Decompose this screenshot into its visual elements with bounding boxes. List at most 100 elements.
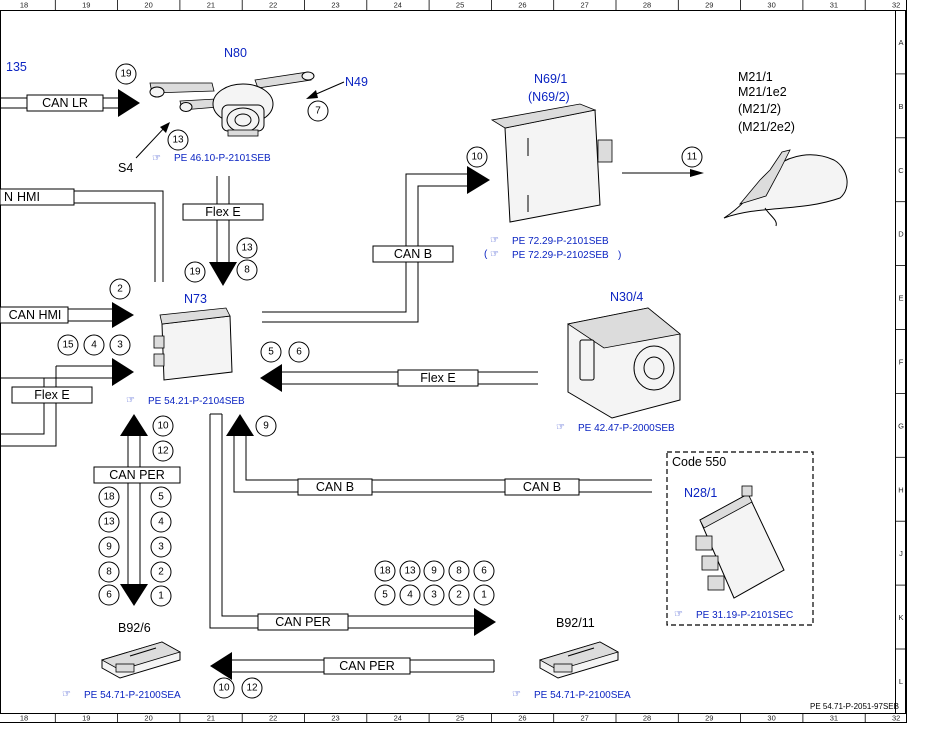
circle-l9: 9 [98,536,120,558]
svg-text:3: 3 [431,590,437,601]
code-550-label: Code 550 [672,455,726,469]
pointing-hand-icon: ☞ [490,235,499,246]
can-per-left-arrow-up [120,414,148,436]
n69-ref2-close: ) [618,250,621,261]
circle-l8: 8 [98,561,120,583]
can-per-left-arrow-down [120,584,148,606]
circle-10a: 10 [466,146,488,168]
circle-10b: 10 [152,415,174,437]
m21-label-1: M21/1 [738,70,773,84]
svg-text:5: 5 [268,347,274,358]
ruler-column-label: 30 [767,1,775,10]
circle-11: 11 [681,146,703,168]
ruler-column-label: 22 [269,1,277,10]
b92-6-ref-text: PE 54.71-P-2100SEA [84,690,181,701]
svg-text:11: 11 [687,152,698,163]
circle-8a: 8 [236,259,258,281]
s4-pointer-head [160,122,170,133]
n80-reference: ☞ PE 46.10-P-2101SEB [152,153,271,164]
ruler-column-label: 19 [82,1,90,10]
n73-label: N73 [184,292,207,306]
code-550-dashed-box [666,451,814,626]
ruler-column-label: 32 [892,1,900,10]
ruler-column-label: 19 [82,714,90,723]
circle-9a: 9 [255,415,277,437]
circle-19b: 19 [184,261,206,283]
n80-ref-text: PE 46.10-P-2101SEB [174,153,271,164]
svg-text:4: 4 [158,517,164,528]
svg-text:3: 3 [117,340,123,351]
offpage-label-135: 135 [6,60,27,74]
b92-6-label: B92/6 [118,621,151,635]
n28-reference: ☞ PE 31.19-P-2101SEC [674,609,793,621]
circle-4a: 4 [83,334,105,356]
pointing-hand-icon: ☞ [126,395,135,406]
b92-6-reference: ☞ PE 54.71-P-2100SEA [62,689,181,701]
ruler-column-label: 30 [767,714,775,723]
n28-label: N28/1 [684,486,717,500]
circle-12b: 12 [241,677,263,699]
can-b-mid-arrow [226,414,254,436]
circle-r4: 4 [150,511,172,533]
can-lr-label: CAN LR [42,96,88,110]
can-per-bottom-arrow [474,608,496,636]
flex-e-left-bus: Flex E [0,358,134,447]
ruler-column-label: 26 [518,714,526,723]
ruler-column-label: 21 [207,1,215,10]
can-hmi-bus: CAN HMI [0,302,134,328]
circle-r5: 5 [150,486,172,508]
n30-reference: ☞ PE 42.47-P-2000SEB [556,422,675,434]
ruler-row-label: F [899,357,904,366]
can-b-mid-label-1: CAN B [316,480,354,494]
svg-text:13: 13 [404,566,416,577]
ruler-column-label: 25 [456,714,464,723]
ruler-row-label: J [899,549,903,558]
svg-text:8: 8 [106,567,112,578]
can-b-top-bus: CAN B [262,166,490,323]
svg-text:6: 6 [106,590,112,601]
n69-ref2-open: ( [484,249,488,260]
n73-reference: ☞ PE 54.21-P-2104SEB [126,395,245,407]
circle-19a: 19 [115,63,137,85]
ruler-column-label: 27 [581,1,589,10]
can-per-left-bus: CAN PER [93,414,181,606]
svg-text:8: 8 [456,566,462,577]
ruler-column-label: 22 [269,714,277,723]
flex-e-top-arrow [209,262,237,286]
circle-r3: 3 [150,536,172,558]
ruler-column-label: 24 [394,1,402,10]
circle-b3: 3 [423,584,445,606]
svg-text:12: 12 [157,446,169,457]
circle-l18: 18 [98,486,120,508]
n80-steering-column-module [149,71,315,137]
circle-3a: 3 [109,334,131,356]
ruler-row-label: C [898,166,904,175]
m21-label-2: M21/1e2 [738,85,787,99]
ruler-column-label: 18 [20,1,28,10]
ruler-row-label: B [898,102,903,111]
pointing-hand-icon: ☞ [62,689,71,700]
circle-b2: 2 [448,584,470,606]
ruler-column-label: 26 [518,1,526,10]
ruler-row-label: L [899,677,903,686]
ruler-column-label: 29 [705,1,713,10]
ruler-row-label: E [898,294,903,303]
svg-text:10: 10 [157,421,169,432]
circle-r2: 2 [150,561,172,583]
circle-5a: 5 [260,341,282,363]
ruler-column-label: 21 [207,714,215,723]
n73-module [153,307,233,381]
svg-text:9: 9 [106,542,112,553]
circle-13b: 13 [236,237,258,259]
svg-text:13: 13 [103,517,115,528]
svg-text:18: 18 [379,566,391,577]
circle-15: 15 [57,334,79,356]
n49-pointer-head [306,90,318,99]
svg-text:12: 12 [246,683,258,694]
n49-label: N49 [345,75,368,89]
n28-module [695,485,785,599]
circle-b4: 4 [399,584,421,606]
